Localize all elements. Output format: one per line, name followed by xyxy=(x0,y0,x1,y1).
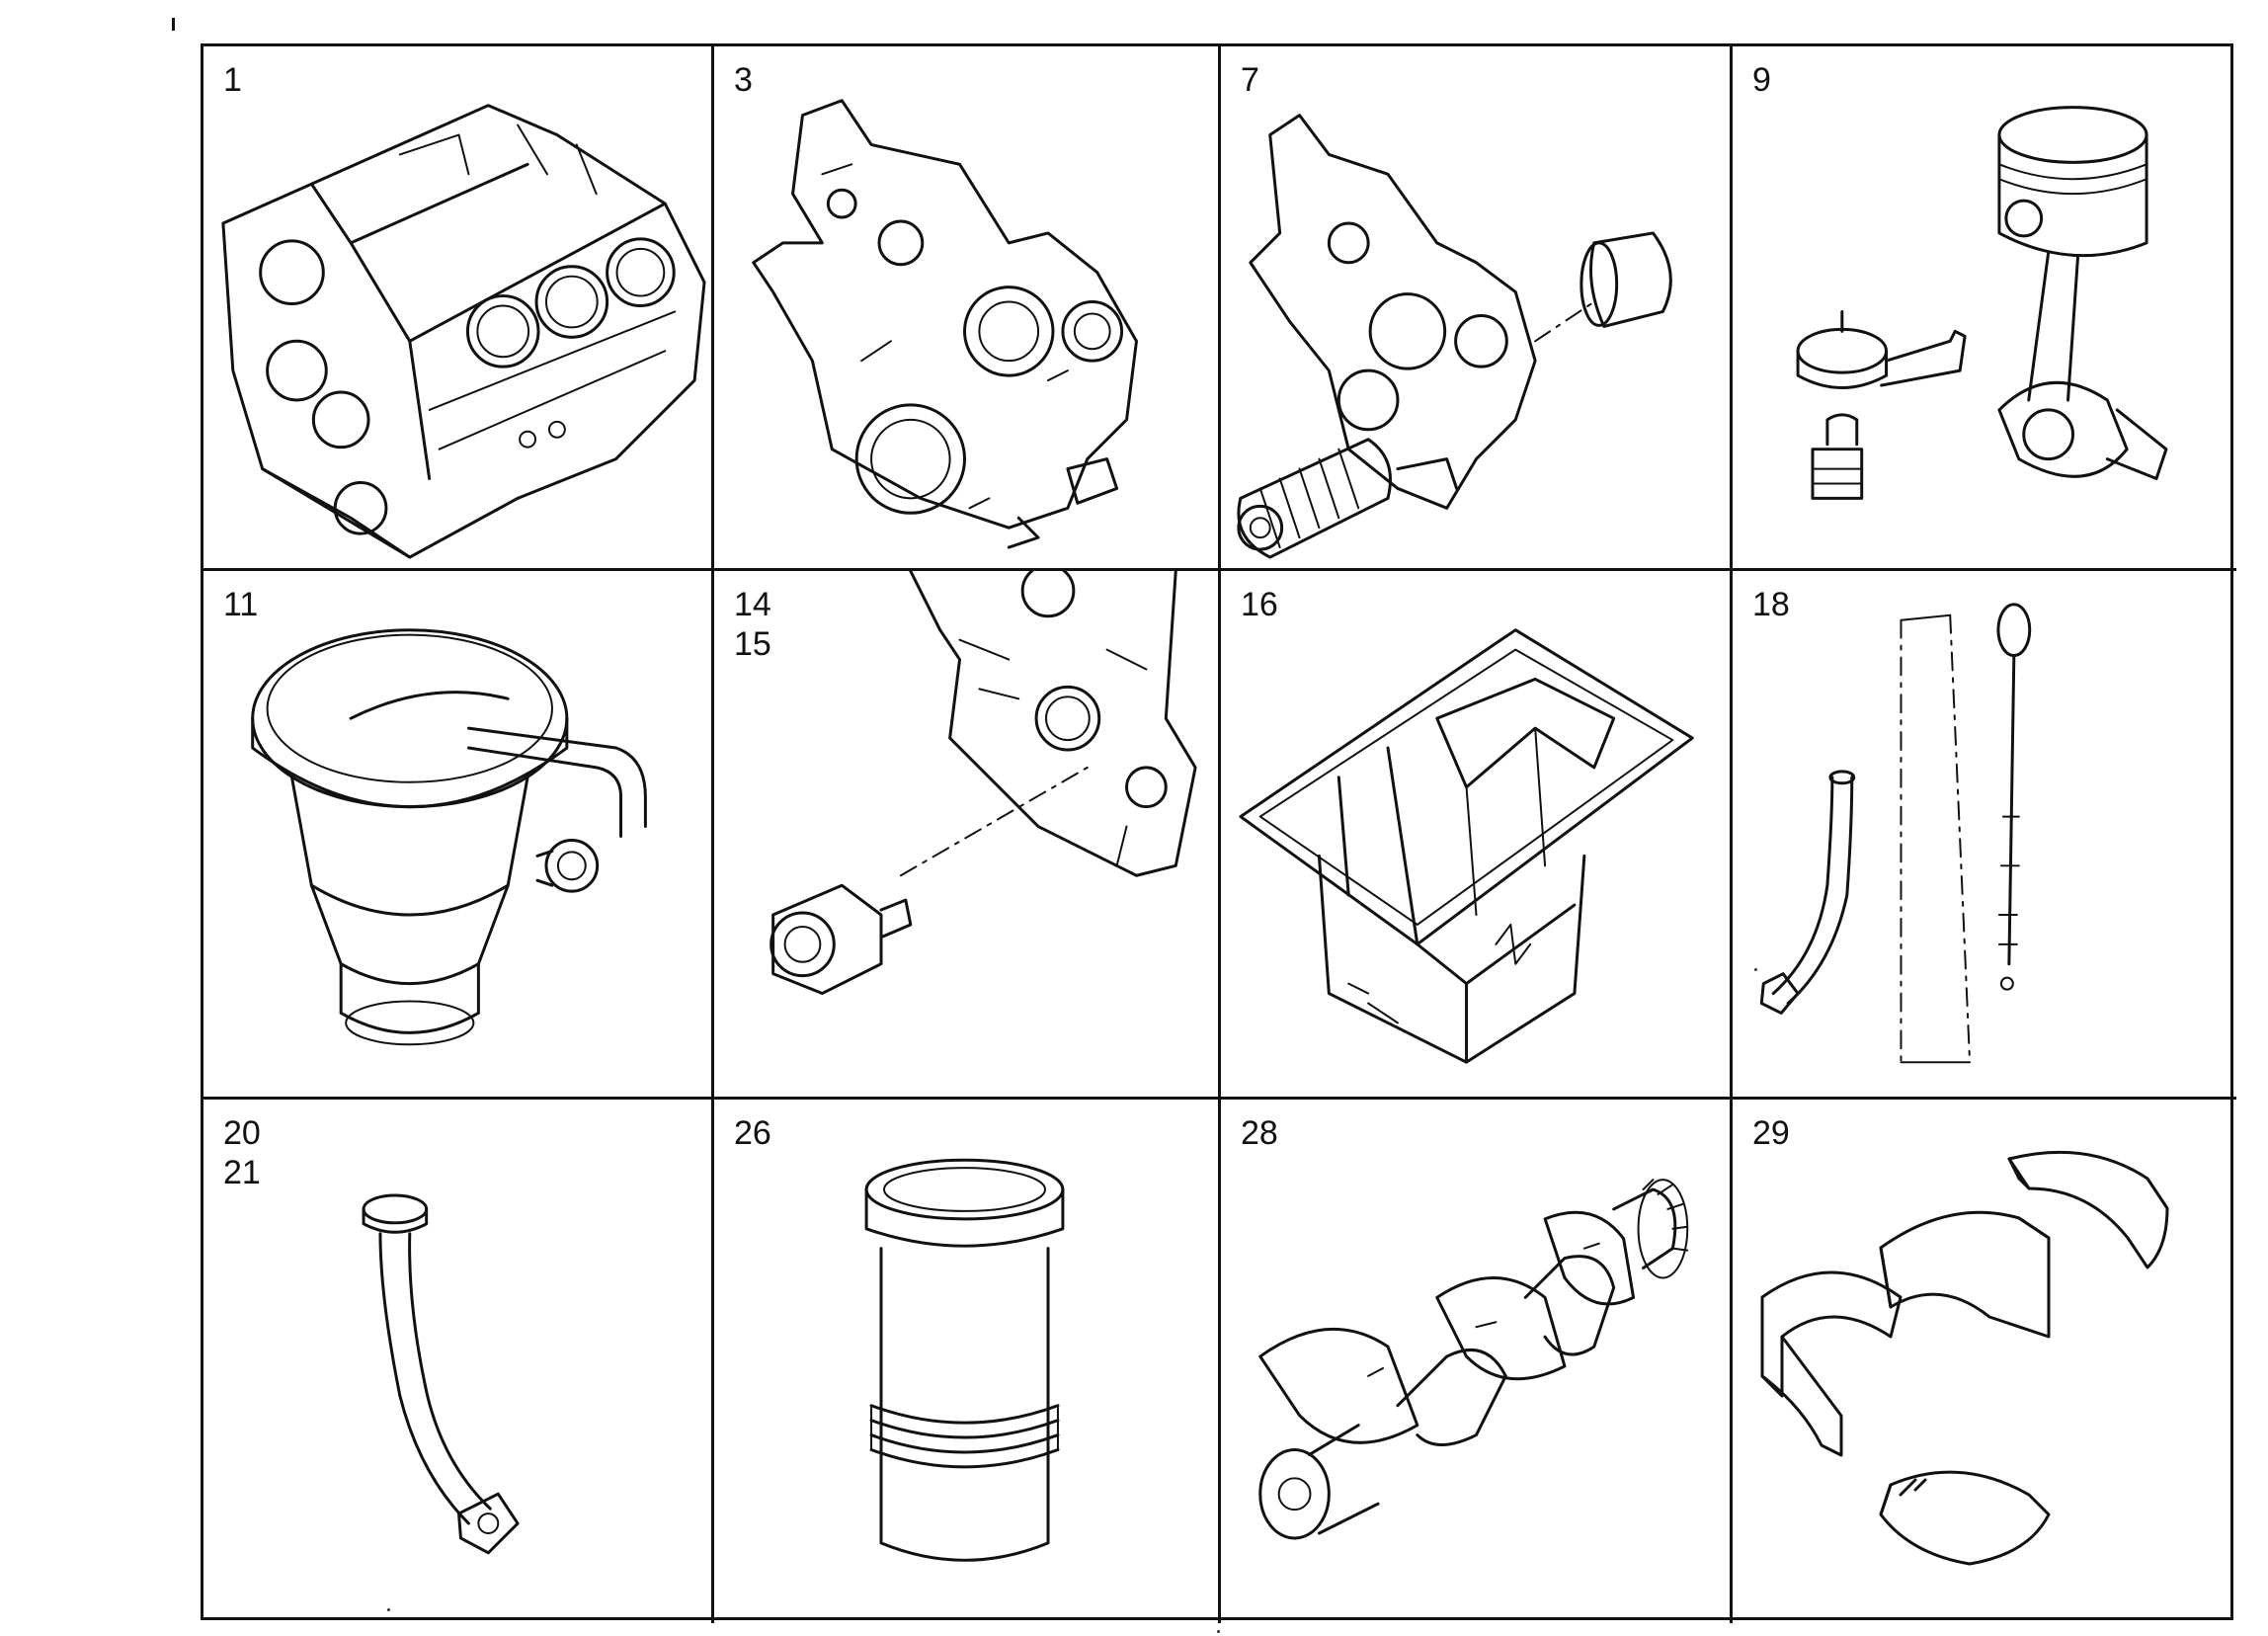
part-number: 26 xyxy=(734,1114,771,1152)
part-number: 16 xyxy=(1241,586,1278,623)
oil-pressure-valve-icon xyxy=(770,571,1197,996)
part-cell-16[interactable]: 16 xyxy=(1221,571,1733,1100)
oil-filter-housing-icon xyxy=(251,628,647,1046)
part-cell-11[interactable]: 11 xyxy=(203,571,714,1100)
part-number: 1 xyxy=(223,61,242,99)
part-number: 20 21 xyxy=(223,1114,261,1191)
part-number: 7 xyxy=(1241,61,1259,99)
piston-connecting-rod-icon xyxy=(1796,106,2168,500)
timing-case-with-sleeves-icon xyxy=(1237,114,1672,559)
oil-pan-icon xyxy=(1239,628,1694,1064)
part-cell-9[interactable]: 9 xyxy=(1733,46,2236,571)
part-cell-26[interactable]: 26 xyxy=(714,1100,1221,1623)
part-number: 9 xyxy=(1752,61,1771,99)
crankshaft-icon xyxy=(1258,1179,1689,1540)
part-cell-3[interactable]: 3 xyxy=(714,46,1221,571)
bearing-shells-icon xyxy=(1760,1150,2169,1566)
timing-case-icon xyxy=(752,99,1138,549)
part-cell-20-21[interactable]: 20 21 xyxy=(203,1100,714,1623)
part-number: 29 xyxy=(1752,1114,1790,1152)
part-number: 11 xyxy=(223,586,259,623)
dipstick-icon xyxy=(1759,603,2032,1064)
part-number: 28 xyxy=(1241,1114,1278,1152)
cylinder-liner-icon xyxy=(864,1158,1065,1562)
scan-speck xyxy=(1217,1630,1220,1633)
part-cell-18[interactable]: 18 xyxy=(1733,571,2236,1100)
part-cell-7[interactable]: 7 xyxy=(1221,46,1733,571)
scan-mark xyxy=(172,18,175,31)
part-number: 18 xyxy=(1752,586,1790,623)
oil-pipe-icon xyxy=(362,1193,520,1555)
part-number: 14 15 xyxy=(734,586,771,663)
part-cell-1[interactable]: 1 xyxy=(203,46,714,571)
scan-speck xyxy=(1754,968,1757,971)
parts-grid: 1 3 7 xyxy=(201,43,2236,1623)
part-cell-29[interactable]: 29 xyxy=(1733,1100,2236,1623)
part-cell-28[interactable]: 28 xyxy=(1221,1100,1733,1623)
engine-block-icon xyxy=(221,104,706,559)
scan-speck xyxy=(387,1608,390,1611)
part-number: 3 xyxy=(734,61,753,99)
part-cell-14-15[interactable]: 14 15 xyxy=(714,571,1221,1100)
